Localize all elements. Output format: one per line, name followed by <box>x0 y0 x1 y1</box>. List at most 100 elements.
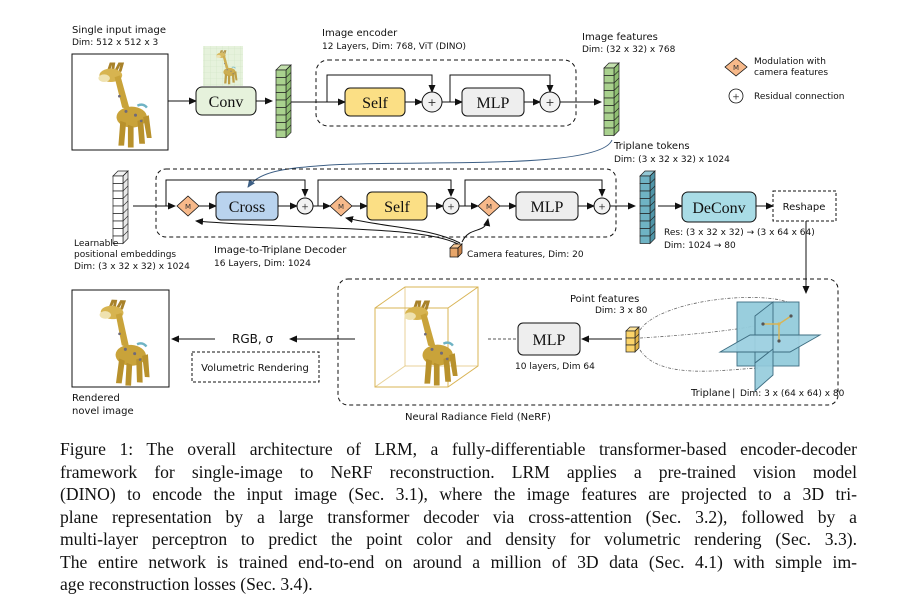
conv-block: Conv <box>195 86 257 116</box>
encoder-subtitle: 12 Layers, Dim: 768, ViT (DINO) <box>322 42 466 52</box>
token-edge <box>285 102 292 108</box>
rgb-sigma-label: RGB, σ <box>232 332 273 346</box>
caption-line: plane representation by a large transfor… <box>60 506 857 527</box>
token-edge <box>634 333 640 339</box>
modulation-legend-icon: M <box>724 57 748 77</box>
rendered-novel-image <box>71 289 170 389</box>
skip-connection <box>317 179 455 206</box>
deconv-label: DeConv <box>692 200 745 217</box>
modulation-icon: M <box>477 195 501 217</box>
token-cell <box>275 114 287 123</box>
token-cell <box>603 97 615 106</box>
image-patch-tokens <box>275 64 292 139</box>
token-edge <box>122 200 129 207</box>
token-cell <box>639 198 651 207</box>
deconv-dim: Dim: 1024 → 80 <box>664 241 736 251</box>
token-cell <box>275 84 287 93</box>
token-side <box>285 64 292 139</box>
legend-modulation-line2: camera features <box>754 68 828 78</box>
residual-add-icon: + <box>593 197 611 215</box>
triplane-separator: | <box>732 388 735 399</box>
point-features-dim: Dim: 3 x 80 <box>595 306 648 316</box>
residual-add-icon: + <box>539 91 561 113</box>
plus-symbol: + <box>732 93 740 103</box>
residual-add-icon: + <box>421 91 443 113</box>
token-cell <box>625 337 636 346</box>
token-edge <box>649 193 656 199</box>
token-cell <box>603 112 615 121</box>
encoder-self-label: Self <box>362 95 388 112</box>
plus-symbol: + <box>447 203 455 213</box>
m-symbol: M <box>338 203 344 211</box>
legend-residual: Residual connection <box>754 92 844 102</box>
token-edge <box>122 185 129 192</box>
token-edge <box>649 230 656 237</box>
token-edge <box>285 109 292 116</box>
token-cell <box>603 90 615 99</box>
point-features-icon <box>625 326 640 353</box>
token-cell <box>275 77 287 86</box>
token-cell <box>603 67 615 76</box>
token-cell <box>639 235 651 244</box>
reshape-block: Reshape <box>772 190 837 222</box>
token-cell <box>639 175 651 184</box>
positional-embedding-tokens <box>112 170 129 245</box>
image-features-dim: Dim: (32 x 32) x 768 <box>582 45 676 55</box>
token-cell <box>625 330 636 339</box>
token-edge <box>122 208 129 214</box>
encoder-mlp-block: MLP <box>461 87 525 117</box>
token-cell <box>639 228 651 237</box>
token-cell <box>275 99 287 108</box>
token-edge <box>649 223 656 229</box>
nerf-frame <box>337 278 839 406</box>
camera-features-icon <box>449 243 463 258</box>
skip-connection <box>449 74 554 102</box>
plus-symbol: + <box>545 96 554 109</box>
token-cell <box>603 105 615 114</box>
residual-legend-icon: + <box>728 88 744 104</box>
m-symbol: M <box>185 203 191 211</box>
caption-line: multi-layer perceptron to predict the po… <box>60 529 857 549</box>
token-edge <box>613 77 620 84</box>
input-image-title: Single input image <box>72 25 166 36</box>
volumetric-rendering-box: Volumetric Rendering <box>191 351 320 383</box>
token-cell <box>112 175 124 184</box>
token-cell <box>112 235 124 244</box>
volumetric-rendering-label: Volumetric Rendering <box>201 363 309 374</box>
cross-label: Cross <box>229 199 265 216</box>
token-edge <box>613 92 620 99</box>
token-edge <box>122 215 129 222</box>
image-features-title: Image features <box>582 32 658 43</box>
caption-line: (DINO) to encode the input image (Sec. 3… <box>60 484 857 504</box>
decoder-mlp-block: MLP <box>515 191 579 221</box>
decoder-self-label: Self <box>384 199 410 216</box>
token-edge <box>122 178 129 184</box>
triplane-dim: Dim: 3 x (64 x 64) x 80 <box>740 389 845 399</box>
token-edge <box>613 107 620 114</box>
token-edge <box>285 94 292 101</box>
token-cell <box>112 198 124 207</box>
triplane-label: Triplane <box>690 388 730 399</box>
caption-line: Figure 1: The overall architecture of LR… <box>60 439 857 459</box>
token-edge <box>649 208 656 214</box>
skip-connection <box>165 179 309 206</box>
token-edge <box>285 64 292 71</box>
deconv-block: DeConv <box>681 191 757 223</box>
skip-connection <box>464 179 606 206</box>
token-cell <box>625 344 636 353</box>
nerf-mlp-block: MLP <box>517 322 581 356</box>
decoder-mlp-label: MLP <box>531 199 564 216</box>
image-features-tokens <box>603 62 620 137</box>
token-cell <box>639 205 651 214</box>
cross-attention-feature-link <box>247 139 613 188</box>
token-edge <box>122 193 129 199</box>
input-image-dim: Dim: 512 x 512 x 3 <box>72 38 158 48</box>
positional-line1: Learnable <box>74 239 119 249</box>
patch-thumbnail <box>203 46 243 86</box>
token-cell <box>275 107 287 116</box>
triplane-icon <box>718 301 822 393</box>
camera-modulation-links <box>195 216 491 245</box>
token-edge <box>613 85 620 91</box>
skip-connection <box>326 74 436 102</box>
residual-add-icon: + <box>442 197 460 215</box>
